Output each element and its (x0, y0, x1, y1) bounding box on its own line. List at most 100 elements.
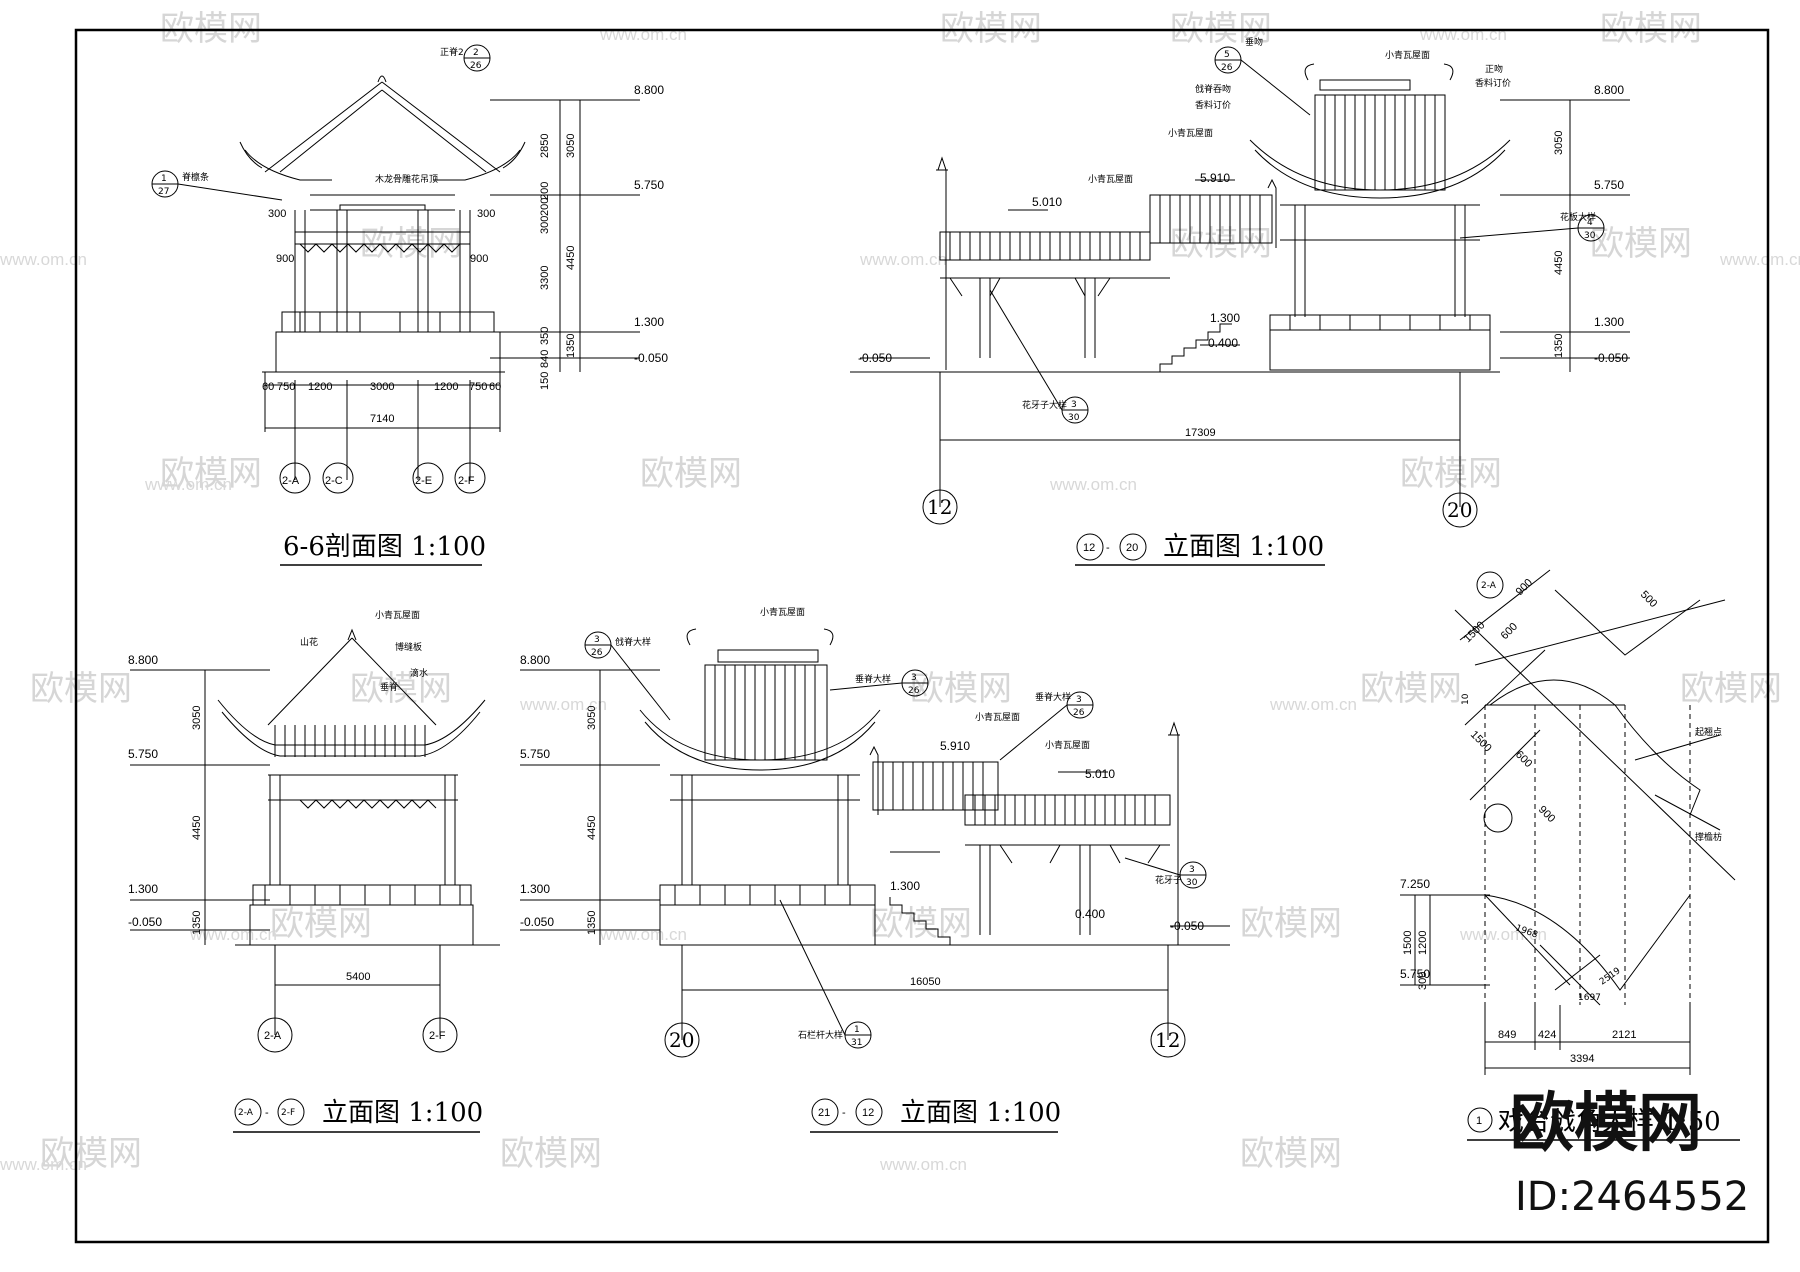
vdim: 150 (539, 372, 551, 390)
watermark-brand: 欧模网 (1400, 454, 1502, 494)
watermark-brand: 欧模网 (1590, 224, 1692, 264)
note: 正吻 (1485, 63, 1503, 75)
note: 木龙骨雕花吊顶 (375, 173, 438, 185)
vdim: 3050 (565, 134, 577, 158)
vdim: 200 (539, 182, 551, 200)
vdim: 200 (539, 198, 551, 216)
axis-label: 2-F (429, 1030, 446, 1042)
dim: 1697 (1578, 993, 1601, 1003)
title-num: 1 (1476, 1115, 1482, 1127)
dim: 600 (1513, 749, 1534, 770)
elev-label: 1.300 (890, 879, 920, 893)
view-title-detail-1: 戏台戗角大样 1:50 (1498, 1107, 1721, 1137)
dim: 10 (1461, 693, 1471, 705)
elev-21-12-drawing (520, 628, 1230, 1058)
vdim: 2850 (539, 134, 551, 158)
vdim: 350 (539, 327, 551, 345)
callout-sheet: 26 (470, 61, 482, 71)
elev-label: 7.250 (1400, 877, 1430, 891)
elev-label: 5.910 (1200, 171, 1230, 185)
vdim: 4450 (191, 816, 203, 840)
title-axis-from: 21 (818, 1107, 830, 1119)
note: 戗脊吞吻 (1195, 83, 1231, 95)
vdim: 1350 (191, 911, 203, 935)
watermark-url: www.om.cn (859, 250, 947, 269)
hdim: 1200 (308, 381, 332, 393)
logo-brand: 欧模网 (1510, 1087, 1702, 1161)
note: 香料订价 (1195, 99, 1231, 111)
callout-num: 1 (854, 1025, 860, 1035)
elev-label: 5.750 (634, 178, 664, 192)
view-title-2A-2F: 立面图 1:100 (322, 1098, 483, 1128)
callout-num: 1 (161, 174, 167, 184)
elev-label: 0.400 (1208, 336, 1238, 350)
side-dim: 900 (276, 253, 294, 265)
hdim: 1200 (434, 381, 458, 393)
elev-label: 5.910 (940, 739, 970, 753)
sheet-frame (74, 28, 1770, 1244)
watermark-url: www.om.cn (1459, 925, 1547, 944)
callout-sheet: 26 (591, 648, 603, 658)
watermark-brand: 欧模网 (1170, 224, 1272, 264)
callout-num: 3 (1076, 695, 1082, 705)
callout-sheet: 27 (158, 187, 169, 197)
watermark-url: www.om.cn (0, 1155, 87, 1174)
dim: 3394 (1570, 1053, 1594, 1065)
hdim: 3000 (370, 381, 394, 393)
watermark-brand: 欧模网 (1240, 904, 1342, 944)
watermark-url: www.om.cn (599, 25, 687, 44)
elev-label: -0.050 (1170, 919, 1204, 933)
note: 正脊2 (440, 46, 464, 58)
callout-num: 3 (1189, 865, 1195, 875)
dim: 900 (1536, 804, 1557, 825)
callout-sheet: 26 (1073, 708, 1085, 718)
elev-label: 5.750 (1594, 178, 1624, 192)
callout-num: 2 (473, 48, 479, 58)
title-axis-to: 2-F (281, 1108, 295, 1118)
svg-text:-: - (842, 1107, 846, 1119)
vdim: 1350 (1553, 334, 1565, 358)
hdim: 60 (489, 381, 501, 393)
callout-sheet: 30 (1584, 231, 1596, 241)
watermark-brand: 欧模网 (640, 454, 742, 494)
watermark-brand: 欧模网 (1240, 1134, 1342, 1174)
section-6-6-labels: 8.800 5.750 1.300 -0.050 2850 3050 200 2… (158, 46, 668, 566)
callout-num: 3 (594, 635, 600, 645)
callout-sheet: 30 (1186, 878, 1198, 888)
note: 垂脊大样 (855, 673, 891, 685)
svg-text:-: - (265, 1107, 269, 1119)
dim: 300 (1417, 972, 1429, 990)
note: 小青瓦屋面 (975, 711, 1020, 723)
callout-num: 3 (911, 673, 917, 683)
watermark-brand: 欧模网 (30, 669, 132, 709)
axis-label: 20 (669, 1028, 694, 1052)
axis-label: 20 (1447, 498, 1472, 522)
elev-label: -0.050 (520, 915, 554, 929)
note: 小青瓦屋面 (1168, 127, 1213, 139)
note: 石栏杆大样 (798, 1029, 843, 1041)
hdim: 60 (262, 381, 274, 393)
watermark-brand: 欧模网 (1680, 669, 1782, 709)
dim: 849 (1498, 1029, 1516, 1041)
note: 香料订价 (1475, 77, 1511, 89)
note: 花牙子大样 (1022, 399, 1067, 411)
total-dim: 17309 (1185, 427, 1216, 439)
view-title-6-6: 6-6剖面图 1:100 (283, 532, 486, 562)
view-title-12-20: 立面图 1:100 (1163, 532, 1324, 562)
svg-text:-: - (1106, 542, 1110, 554)
note: 小青瓦屋面 (1088, 173, 1133, 185)
vdim: 1350 (565, 334, 577, 358)
side-dim: 300 (268, 208, 286, 220)
dim: 2121 (1612, 1029, 1636, 1041)
note: 小青瓦屋面 (1045, 739, 1090, 751)
watermark-brand: 欧模网 (1360, 669, 1462, 709)
vdim: 4450 (1553, 251, 1565, 275)
elev-label: -0.050 (128, 915, 162, 929)
elev-label: 1.300 (634, 315, 664, 329)
note: 博缝板 (395, 641, 422, 653)
hdim: 750 (277, 381, 295, 393)
elev-21-12-labels: 8.800 5.750 1.300 -0.050 5.910 5.010 0.4… (520, 606, 1204, 1133)
axis-label: 2-C (325, 475, 343, 487)
note: 垂脊大样 (1035, 691, 1071, 703)
note: 起翘点 (1695, 727, 1722, 738)
